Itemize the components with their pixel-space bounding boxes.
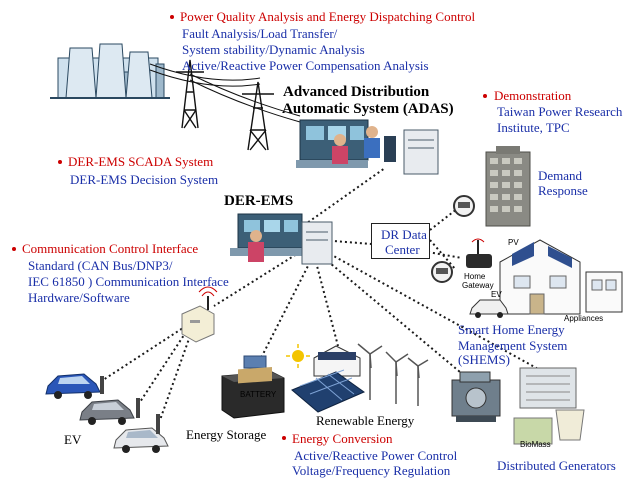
- wind-turbine-icon: [357, 343, 429, 406]
- sun-icon: [286, 344, 310, 368]
- adas-title-line-2: Automatic System (ADAS): [282, 101, 454, 117]
- ev-car-icon: [79, 398, 140, 425]
- energy-conversion-title: Energy Conversion: [292, 431, 393, 446]
- bullet-power-quality: [170, 15, 174, 19]
- home-pv-label: PV: [508, 238, 519, 247]
- energy-conversion-line-2: Voltage/Frequency Regulation: [292, 463, 451, 478]
- communication-links: [99, 167, 541, 421]
- home-gateway-label-1: Home: [464, 272, 486, 281]
- power-plant-icon: [50, 43, 170, 99]
- communication-line-1: Standard (CAN Bus/DNP3/: [28, 258, 173, 273]
- energy-storage-label: Energy Storage: [186, 427, 267, 442]
- power-quality-line-2: System stability/Dynamic Analysis: [182, 42, 365, 57]
- communication-title: Communication Control Interface: [22, 241, 199, 256]
- bullet-der-scada: [58, 160, 62, 164]
- renewable-energy-label: Renewable Energy: [316, 413, 415, 428]
- home-gateway-label-2: Gateway: [462, 281, 494, 290]
- transmission-line-icon: [149, 59, 301, 151]
- der-ems-label: DER-EMS: [224, 193, 294, 209]
- demonstration-line-2: Institute, TPC: [497, 120, 570, 135]
- bullet-communication: [12, 247, 16, 251]
- ev-car-icon: [45, 373, 104, 399]
- battery-icon: [221, 355, 285, 419]
- bullet-energy-conversion: [282, 436, 286, 440]
- shems-line-3: (SHEMS): [458, 352, 511, 367]
- generator-icon: [451, 371, 501, 422]
- communication-router-icon: [181, 286, 218, 343]
- solar-house-icon: [313, 345, 361, 377]
- home-ev-icon: [469, 299, 509, 318]
- adas-control-room-icon: [296, 119, 439, 175]
- demonstration-line-1: Taiwan Power Research: [497, 104, 623, 119]
- shems-line-1: Smart Home Energy: [458, 322, 565, 337]
- distributed-generators-label: Distributed Generators: [497, 458, 616, 473]
- ev-label: EV: [64, 432, 82, 447]
- biomass-plant-icon: [513, 409, 585, 445]
- biomass-label: BioMass: [520, 440, 551, 449]
- power-quality-title: Power Quality Analysis and Energy Dispat…: [180, 9, 476, 24]
- smart-home-icon: [499, 239, 623, 315]
- demonstration-title: Demonstration: [494, 88, 572, 103]
- home-appliances-label: Appliances: [564, 314, 604, 323]
- demand-response-line-1: Demand: [538, 168, 583, 183]
- dr-data-center-box: DR Data Center: [371, 223, 430, 259]
- home-ev-label: EV: [491, 290, 502, 299]
- office-building-icon: [485, 146, 531, 227]
- smart-meter-icon: [453, 195, 475, 217]
- bullet-demonstration: [483, 94, 487, 98]
- ev-car-icon: [113, 414, 169, 453]
- adas-title-line-1: Advanced Distribution: [283, 84, 430, 100]
- demand-response-line-2: Response: [538, 183, 588, 198]
- power-quality-line-3: Active/Reactive Power Compensation Analy…: [182, 58, 429, 73]
- solar-panel-icon: [291, 369, 366, 413]
- fuel-cell-rack-icon: [519, 367, 577, 409]
- communication-line-3: Hardware/Software: [28, 290, 130, 305]
- shems-line-2: Management System: [458, 338, 568, 353]
- der-ems-control-room-icon: [230, 213, 333, 265]
- home-gateway-icon: [466, 238, 492, 268]
- der-scada-title: DER-EMS SCADA System: [68, 154, 214, 169]
- energy-conversion-line-1: Active/Reactive Power Control: [294, 448, 458, 463]
- der-scada-sub: DER-EMS Decision System: [70, 172, 219, 187]
- dr-center-line-1: DR Data: [381, 227, 427, 242]
- smart-meter-icon: [431, 261, 453, 283]
- dr-center-line-2: Center: [385, 242, 420, 257]
- power-quality-line-1: Fault Analysis/Load Transfer/: [182, 26, 338, 41]
- battery-label: BATTERY: [240, 390, 277, 399]
- communication-line-2: IEC 61850 ) Communication Interface: [28, 274, 229, 289]
